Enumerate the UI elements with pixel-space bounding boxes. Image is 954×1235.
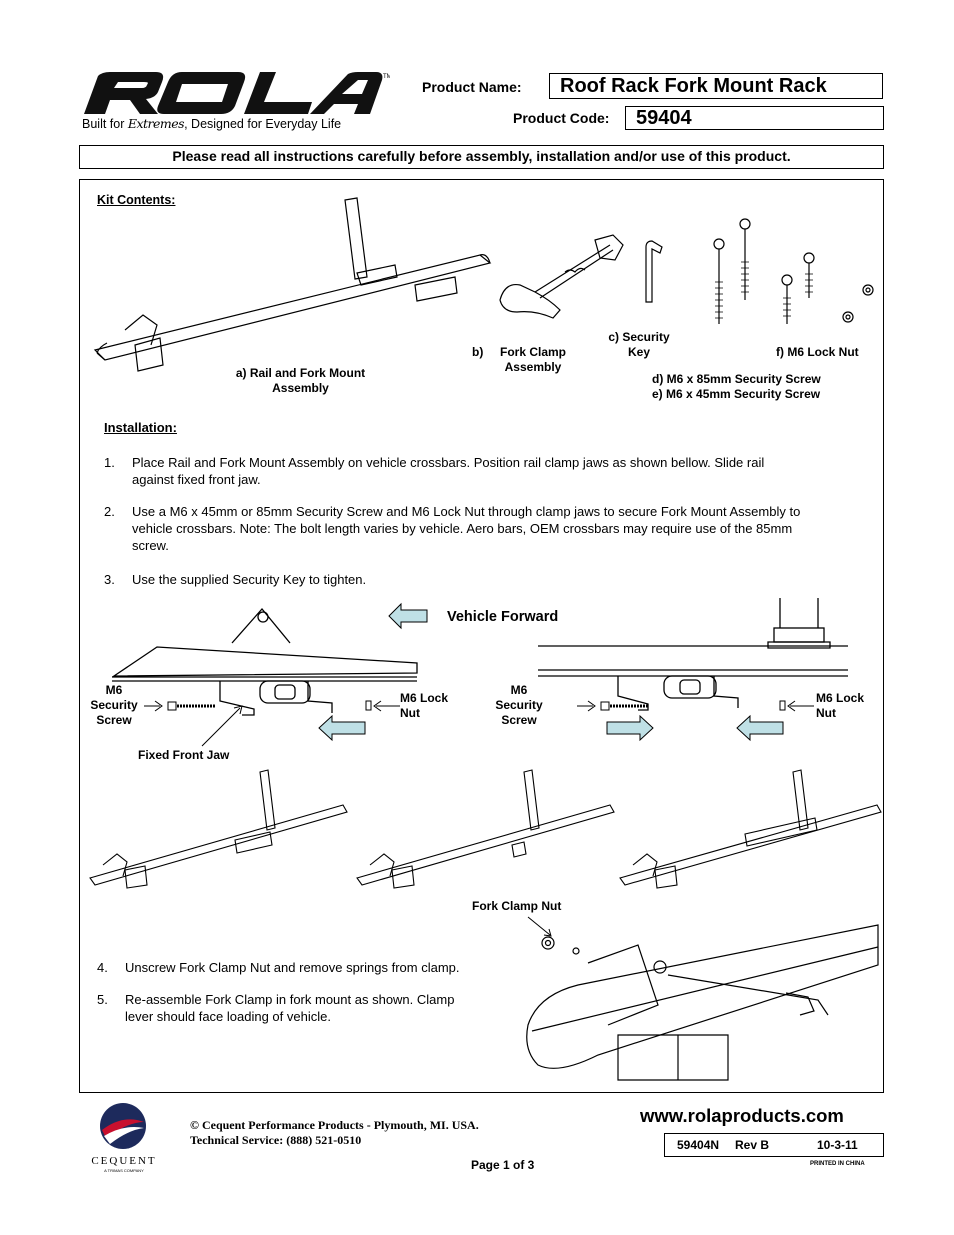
copyright-text: © Cequent Performance Products - Plymout… [190,1118,479,1132]
left-screw-arrow [144,700,163,712]
cequent-logo [100,1103,146,1149]
right-clamp-drawing [538,598,848,711]
installation-heading: Installation: [104,420,177,435]
right-nut-icon [779,700,814,712]
website-link[interactable]: www.rolaproducts.com [640,1105,844,1126]
rail-view-2 [356,769,615,889]
kit-item-d-label: d) M6 x 85mm Security Screw [652,372,821,386]
vehicle-forward-arrow [388,602,428,630]
security-screws-drawing [713,218,874,324]
tagline: Built for Extremes, Designed for Everyda… [82,116,342,131]
fork-clamp-nut-label: Fork Clamp Nut [472,899,562,913]
rail-view-3 [619,769,882,889]
security-key-drawing [645,240,663,303]
rail-view-1 [89,769,348,889]
fork-clamp-nut-pointer [527,916,552,937]
technical-service-text: Technical Service: (888) 521-0510 [190,1133,362,1147]
left-screw-icon [167,701,215,711]
fixed-front-jaw-label: Fixed Front Jaw [138,748,230,762]
product-name-value: Roof Rack Fork Mount Rack [549,73,883,99]
kit-contents-heading: Kit Contents: [97,193,176,207]
revision-label: Rev B [735,1138,770,1152]
revision-date: 10-3-11 [817,1138,858,1152]
revision-box: 59404N Rev B 10-3-11 [664,1133,884,1157]
svg-text:TM: TM [383,74,390,80]
vehicle-forward-label: Vehicle Forward [447,609,559,625]
instruction-panel [79,179,884,1093]
kit-item-f-label: f) M6 Lock Nut [776,345,859,359]
fork-mount-closeup-drawing [526,924,879,1081]
left-slide-arrow [318,714,366,742]
left-nut-icon [365,700,400,712]
right-slide-arrow-2 [736,714,784,742]
printed-in-text: PRINTED IN CHINA [810,1161,865,1167]
rola-logo: TM [80,70,392,134]
cequent-name: CEQUENT [91,1155,157,1167]
right-slide-arrow-1 [606,714,654,742]
doc-number: 59404N [677,1138,720,1152]
fork-clamp-drawing [499,234,624,319]
notice-banner: Please read all instructions carefully b… [79,145,884,169]
fixed-jaw-pointer [201,705,243,747]
left-clamp-drawing [111,607,418,716]
kit-item-b-prefix: b) [472,345,484,359]
kit-item-e-label: e) M6 x 45mm Security Screw [652,387,821,401]
product-name-label: Product Name: [422,79,522,95]
product-code-label: Product Code: [513,110,610,126]
page-number: Page 1 of 3 [471,1158,535,1172]
right-screw-arrow [577,700,596,712]
right-screw-icon [600,701,648,711]
product-code-value: 59404 [625,106,884,130]
rail-assembly-drawing [93,197,492,372]
cequent-subtitle: A TRIMAS COMPANY [104,1168,144,1173]
